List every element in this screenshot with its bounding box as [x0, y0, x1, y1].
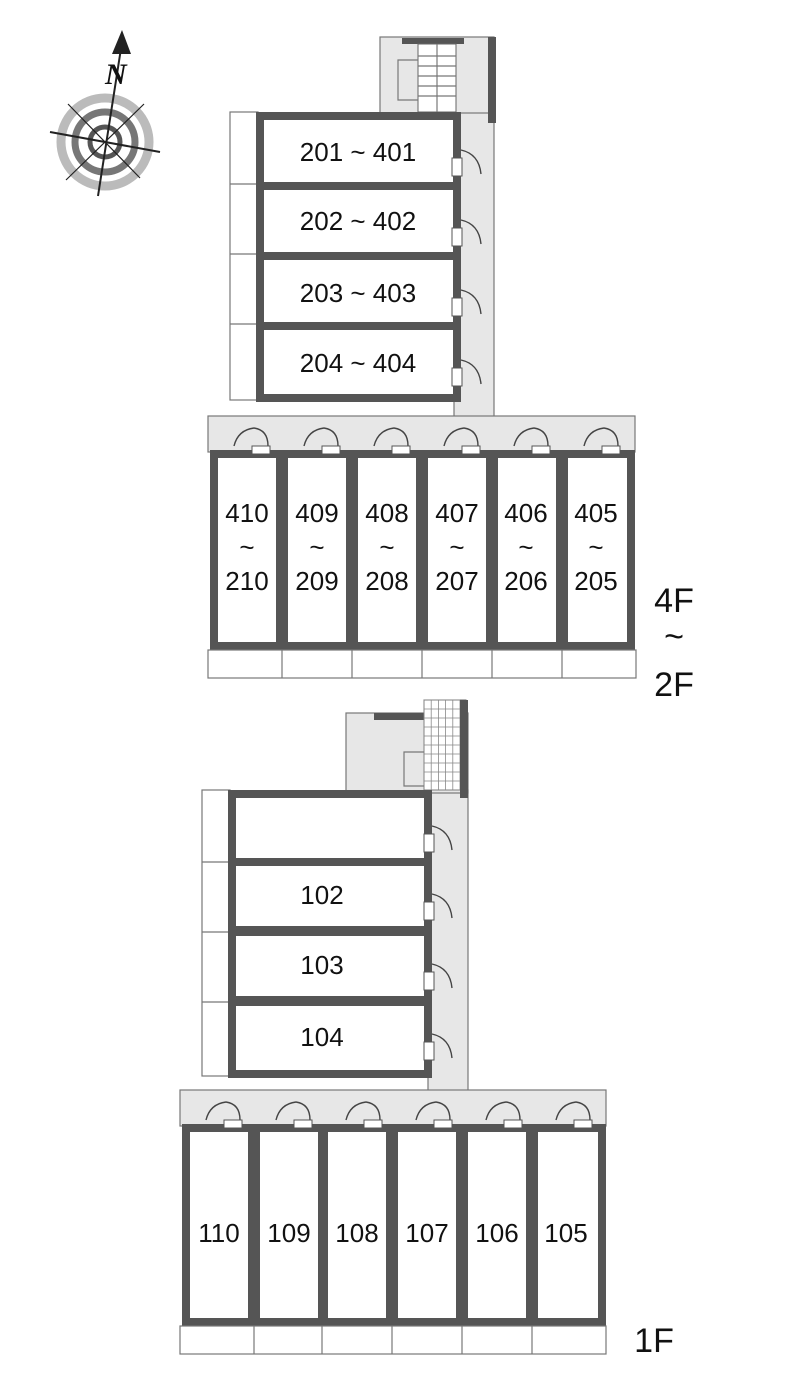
unit-107[interactable]: 107	[398, 1132, 456, 1318]
unit-label-top: 406	[504, 498, 547, 528]
unit-406-206[interactable]: 406 ~ 206	[498, 458, 556, 642]
compass-outer-ring	[56, 93, 154, 191]
floor-label-bottom: 2F	[654, 666, 694, 704]
unit-label: 202 ~ 402	[300, 206, 416, 236]
unit-label: 203 ~ 403	[300, 278, 416, 308]
door-icon	[233, 427, 621, 455]
floor-label-tilde: ~	[664, 618, 684, 656]
unit-label-bottom: 210	[225, 566, 268, 596]
corridor-north	[207, 415, 636, 453]
north-label: N	[104, 58, 128, 91]
unit-405-205[interactable]: 405 ~ 205	[568, 458, 627, 642]
unit-407-207[interactable]: 407 ~ 207	[428, 458, 486, 642]
west-balcony	[229, 111, 259, 401]
unit-label: 110	[198, 1218, 239, 1248]
unit-label-bottom: 209	[295, 566, 338, 596]
south-room-block-wall	[182, 1124, 606, 1326]
unit-label-tilde: ~	[588, 532, 603, 562]
unit-label: 201 ~ 401	[300, 137, 416, 167]
compass-needle-ns	[97, 41, 123, 197]
unit-410-210[interactable]: 410 ~ 210	[218, 458, 276, 642]
unit-106[interactable]: 106	[468, 1132, 526, 1318]
unit-label: 204 ~ 404	[300, 348, 416, 378]
floor-label-top: 4F	[654, 582, 694, 620]
south-balcony	[179, 1325, 607, 1355]
unit-110[interactable]: 110	[190, 1132, 248, 1318]
unit-201-401[interactable]: 201 ~ 401	[264, 120, 453, 182]
unit-label-top: 405	[574, 498, 617, 528]
unit-label-top: 410	[225, 498, 268, 528]
unit-label-tilde: ~	[449, 532, 464, 562]
north-arrow-icon	[112, 30, 131, 54]
upper-floor-plan: 201 ~ 401 202 ~ 402 203 ~ 403 204 ~ 404 …	[207, 36, 694, 704]
unit-label-top: 407	[435, 498, 478, 528]
stairs-icon	[397, 38, 464, 113]
unit-label: 109	[267, 1218, 310, 1248]
unit-105[interactable]: 105	[538, 1132, 598, 1318]
unit-label: 105	[544, 1218, 587, 1248]
unit-label-tilde: ~	[309, 532, 324, 562]
compass-needle-diag2	[65, 103, 145, 181]
unit-label: 104	[300, 1022, 343, 1052]
compass-needle-diag1	[67, 103, 141, 179]
unit-101[interactable]	[236, 798, 424, 858]
unit-label-bottom: 205	[574, 566, 617, 596]
floor-label: 1F	[634, 1322, 674, 1360]
stair-wall	[488, 37, 496, 123]
unit-203-403[interactable]: 203 ~ 403	[264, 260, 453, 322]
unit-label: 106	[475, 1218, 518, 1248]
door-icon	[423, 825, 453, 1061]
unit-label-bottom: 206	[504, 566, 547, 596]
unit-label: 102	[300, 880, 343, 910]
stairs-icon	[374, 699, 468, 798]
unit-label-top: 409	[295, 498, 338, 528]
ground-floor-plan: 102 103 104 110 109 108	[179, 699, 674, 1360]
unit-204-404[interactable]: 204 ~ 404	[264, 330, 453, 394]
unit-109[interactable]: 109	[260, 1132, 318, 1318]
unit-label-tilde: ~	[379, 532, 394, 562]
corridor-north	[179, 1089, 607, 1127]
unit-102[interactable]: 102	[236, 866, 424, 926]
unit-108[interactable]: 108	[328, 1132, 386, 1318]
compass-inner-ring	[71, 108, 139, 176]
door-icon	[451, 149, 482, 387]
unit-label: 108	[335, 1218, 378, 1248]
south-room-block-wall	[210, 450, 635, 650]
unit-103[interactable]: 103	[236, 936, 424, 996]
unit-104[interactable]: 104	[236, 1006, 424, 1070]
compass: N	[49, 30, 161, 197]
unit-label-tilde: ~	[239, 532, 254, 562]
unit-408-208[interactable]: 408 ~ 208	[358, 458, 416, 642]
unit-label-top: 408	[365, 498, 408, 528]
west-balcony	[201, 789, 231, 1077]
unit-label-bottom: 207	[435, 566, 478, 596]
unit-label: 107	[405, 1218, 448, 1248]
unit-409-209[interactable]: 409 ~ 209	[288, 458, 346, 642]
unit-label-bottom: 208	[365, 566, 408, 596]
unit-202-402[interactable]: 202 ~ 402	[264, 190, 453, 252]
unit-label: 103	[300, 950, 343, 980]
door-icon	[205, 1101, 593, 1129]
unit-label-tilde: ~	[518, 532, 533, 562]
